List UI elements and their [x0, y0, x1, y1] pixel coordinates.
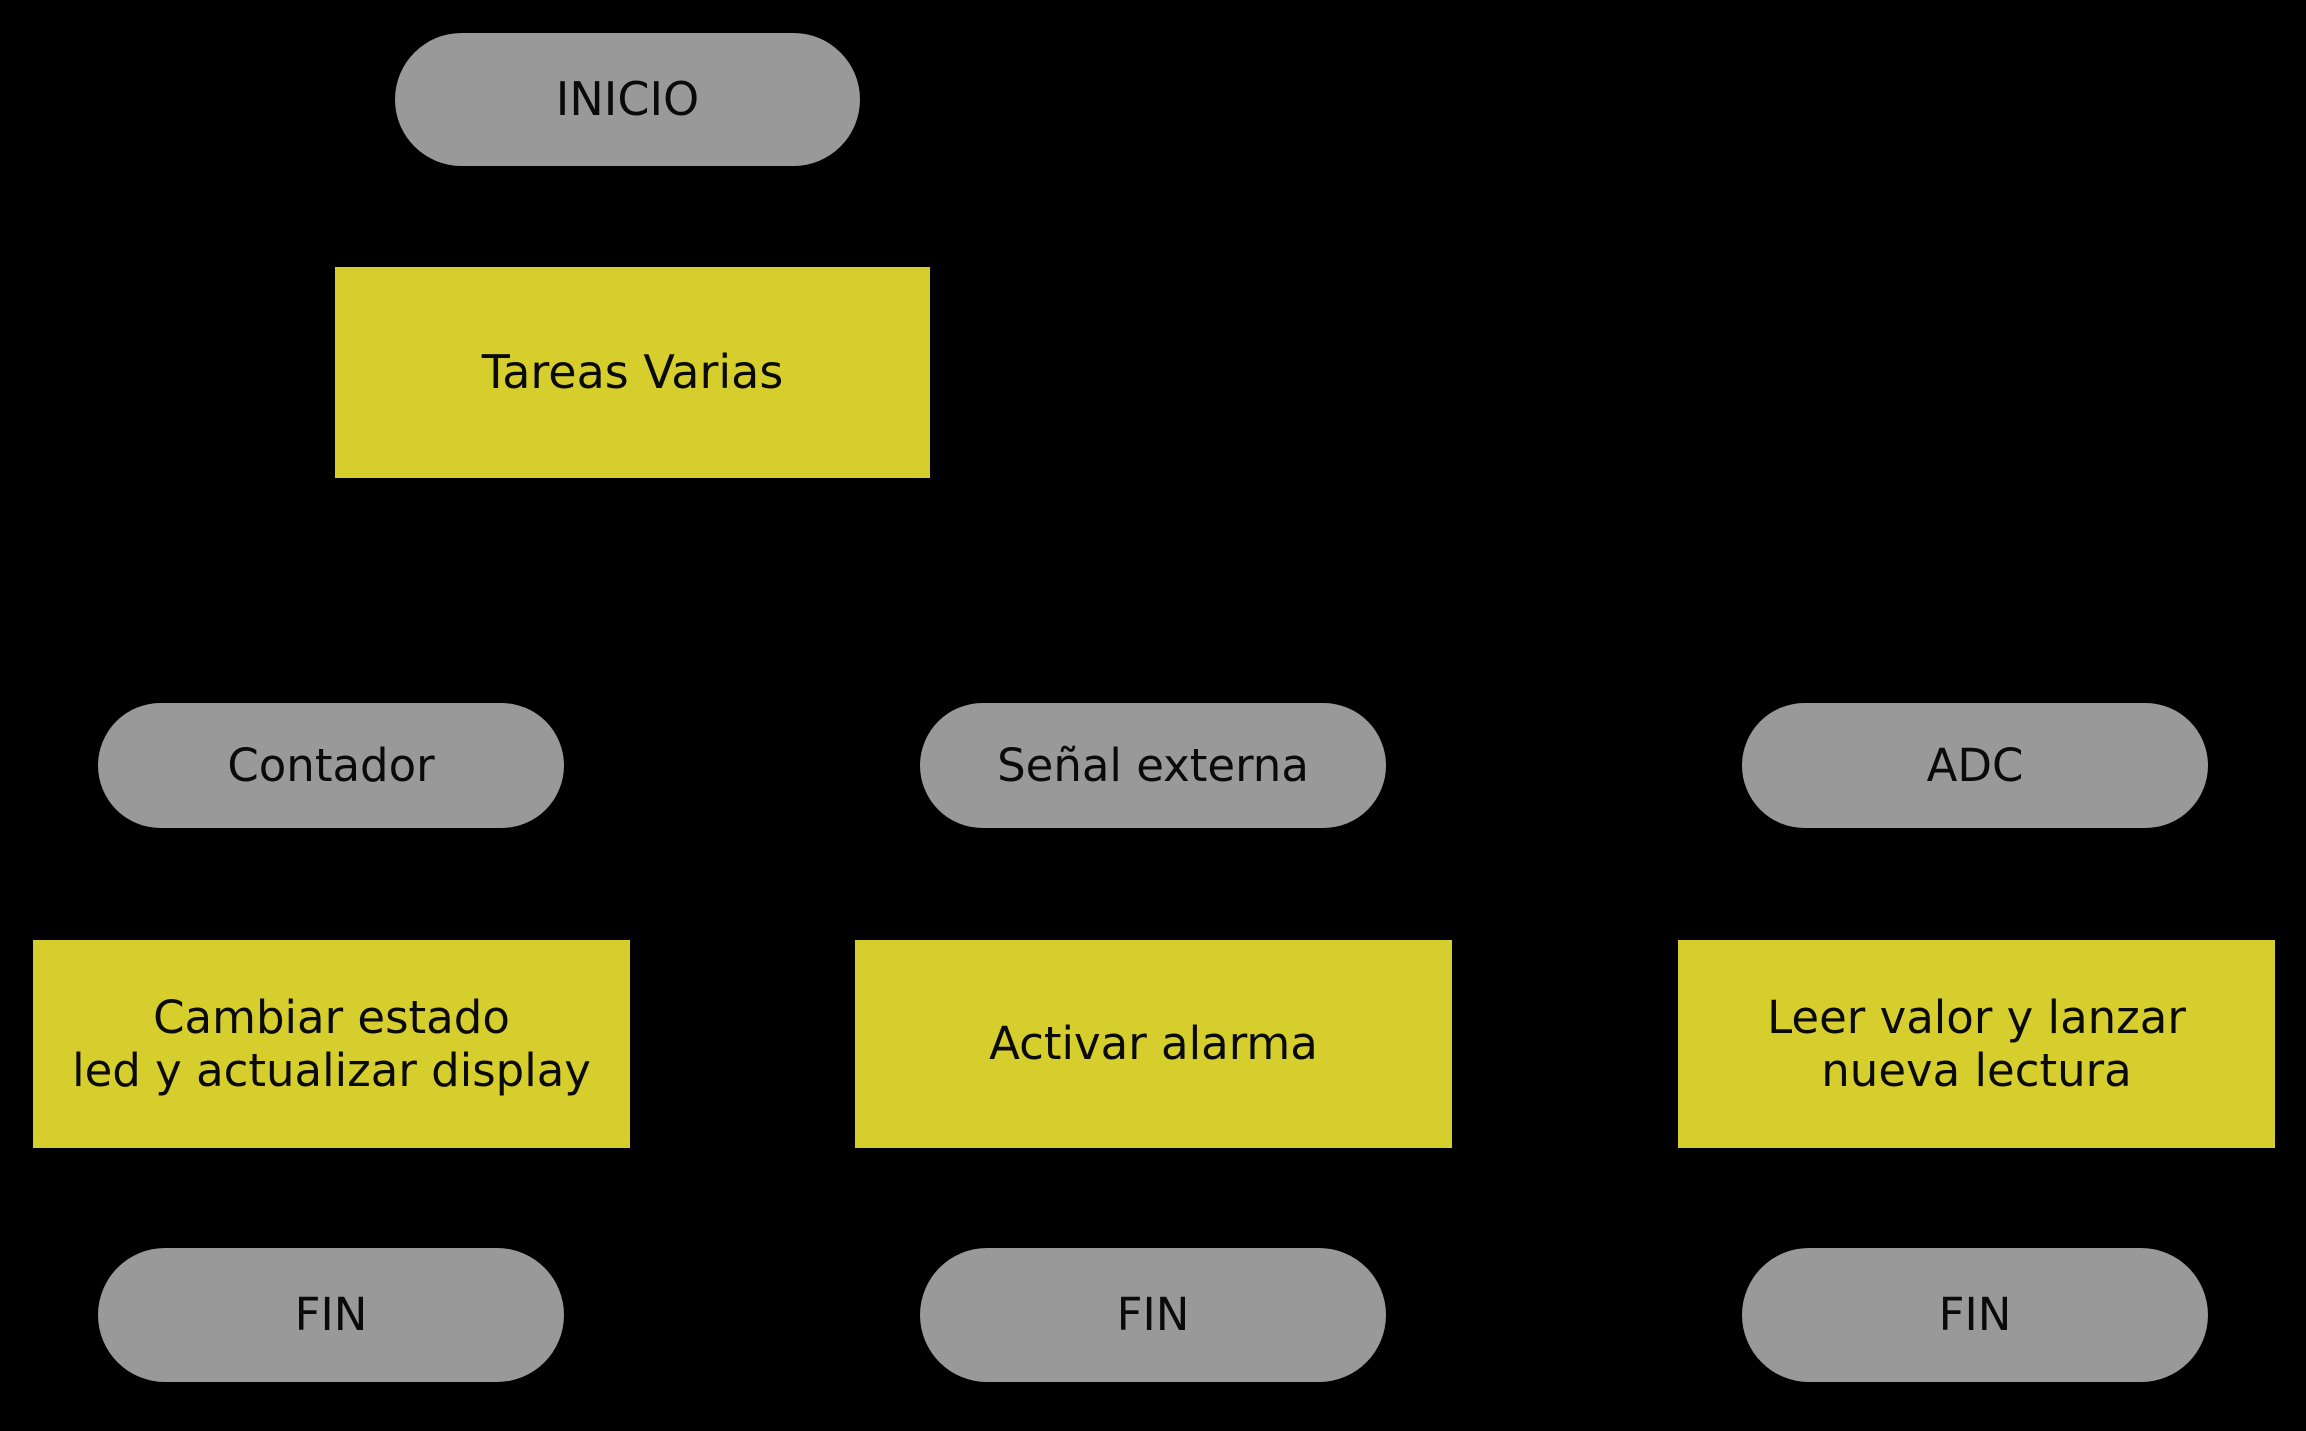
- node-fin-adc[interactable]: FIN: [1742, 1248, 2208, 1382]
- node-tareas-varias[interactable]: Tareas Varias: [335, 267, 930, 478]
- node-inicio[interactable]: INICIO: [395, 33, 860, 166]
- node-adc[interactable]: ADC: [1742, 703, 2208, 828]
- node-cambiar-estado-led[interactable]: Cambiar estado led y actualizar display: [33, 940, 630, 1148]
- node-activar-alarma[interactable]: Activar alarma: [855, 940, 1452, 1148]
- node-senal-externa[interactable]: Señal externa: [920, 703, 1386, 828]
- node-fin-senal-externa[interactable]: FIN: [920, 1248, 1386, 1382]
- node-contador[interactable]: Contador: [98, 703, 564, 828]
- node-leer-valor-lanzar-lectura[interactable]: Leer valor y lanzar nueva lectura: [1678, 940, 2275, 1148]
- node-fin-contador[interactable]: FIN: [98, 1248, 564, 1382]
